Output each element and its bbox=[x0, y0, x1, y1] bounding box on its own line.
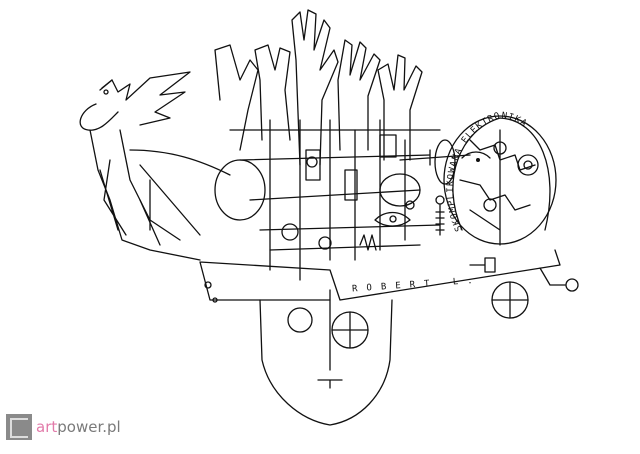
watermark-rest: power.pl bbox=[57, 418, 121, 436]
watermark-accent: art bbox=[36, 418, 58, 436]
artpower-logo-icon bbox=[6, 414, 32, 440]
svg-text:SKOMPLIKOWANA ELEKTRONIKA: SKOMPLIKOWANA ELEKTRONIKA bbox=[446, 111, 529, 233]
circuitry bbox=[214, 119, 471, 281]
mask-and-banner bbox=[199, 249, 579, 426]
circuit-head: SKOMPLIKOWANA ELEKTRONIKA bbox=[434, 111, 557, 246]
raised-hands bbox=[214, 9, 423, 166]
watermark-text: artpower.pl bbox=[36, 418, 121, 436]
bird-figure bbox=[79, 71, 231, 261]
head-inscription: SKOMPLIKOWANA ELEKTRONIKA bbox=[446, 111, 528, 233]
watermark[interactable]: artpower.pl bbox=[6, 414, 121, 440]
